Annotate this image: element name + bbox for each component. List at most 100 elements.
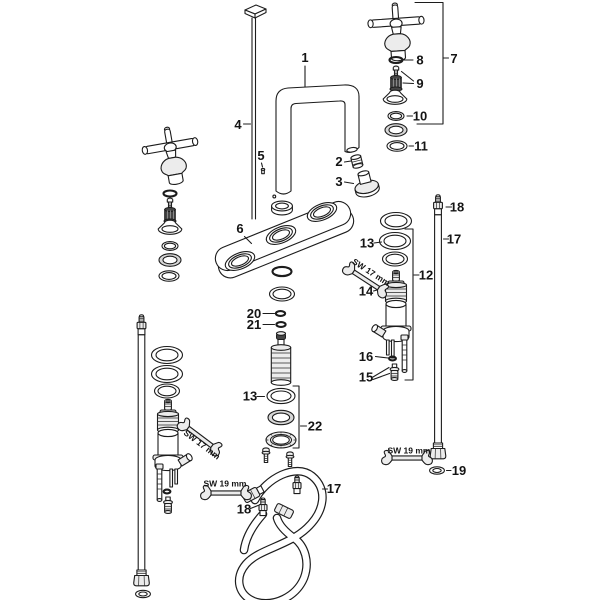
left-handle-ring	[161, 241, 179, 251]
part-8-oring	[388, 55, 404, 65]
part-15-plug	[389, 363, 400, 381]
hose-tube-right	[434, 214, 442, 444]
label-1: 1	[301, 50, 308, 65]
part-10-ring	[387, 111, 405, 121]
right-valve-ring-a	[379, 211, 413, 231]
right-handle-seal	[384, 123, 408, 137]
part-20-oring	[274, 310, 287, 317]
label-19: 19	[452, 463, 466, 478]
leader-6	[243, 235, 253, 245]
center-flange-nut	[265, 431, 297, 449]
part-16-oring	[388, 355, 397, 362]
label-18-right: 18	[450, 200, 464, 215]
left-valve-ring-b	[150, 364, 184, 384]
hose-tube-left	[137, 334, 146, 571]
label-12: 12	[419, 268, 433, 283]
part-2-flow-insert	[350, 154, 364, 169]
label-8: 8	[416, 53, 423, 68]
curved-hose-middle-fitting	[274, 503, 294, 519]
part-6-base-plate	[214, 198, 355, 279]
label-11: 11	[414, 139, 428, 154]
left-valve-assembly	[150, 345, 226, 514]
callout-labels: 1 2 3 4 5 6 7 8 9 10 11 12 13 13 14 15 1…	[182, 50, 466, 517]
center-seal	[267, 409, 295, 426]
label-9: 9	[416, 76, 423, 91]
label-15: 15	[359, 370, 373, 385]
spout-screw-hole	[272, 194, 277, 199]
right-hose-nut	[429, 442, 447, 460]
label-17-right: 17	[447, 232, 461, 247]
left-handle-oring	[162, 189, 178, 198]
label-13-center: 13	[243, 389, 257, 404]
left-valve-ring-c	[153, 383, 181, 399]
left-handle-seal	[158, 253, 182, 267]
leader-lines-curved-hose	[249, 488, 329, 510]
left-handle-screw	[166, 197, 174, 208]
curved-hose-nipple-right	[292, 475, 302, 495]
part-13-ring-center	[266, 387, 296, 405]
left-valve-ring-a	[150, 345, 184, 365]
left-hose-nut	[133, 569, 150, 587]
label-13-right: 13	[360, 236, 374, 251]
part-4-pull-rod	[244, 4, 267, 220]
leader-lines-1-5	[242, 65, 355, 185]
label-14: 14	[359, 284, 374, 299]
label-4: 4	[234, 117, 242, 132]
center-oring-large	[271, 265, 293, 278]
part-21-oring	[275, 321, 287, 328]
right-valve-ring-c	[381, 251, 409, 267]
label-6: 6	[236, 221, 243, 236]
center-column-assembly	[256, 265, 308, 468]
left-valve-plug	[163, 496, 173, 514]
right-valve-body	[370, 299, 412, 373]
left-cartridge	[156, 398, 180, 434]
label-5: 5	[257, 148, 264, 163]
label-3: 3	[335, 174, 342, 189]
part-18-fitting-top	[433, 194, 443, 216]
spout-sleeve	[271, 200, 293, 216]
right-valve-assembly	[340, 211, 420, 381]
label-22: 22	[308, 419, 322, 434]
right-supply-hose	[381, 194, 453, 475]
part-3-aerator	[354, 170, 380, 198]
part-1-spout	[272, 84, 360, 199]
leader-lines-center	[256, 312, 308, 427]
left-hose-washer	[135, 589, 151, 599]
label-16: 16	[359, 349, 373, 364]
leader-lines-7-11	[400, 57, 450, 147]
curved-connection-hose	[200, 466, 329, 600]
leader-lines-17-19	[442, 206, 453, 472]
part-18-nipple-left	[258, 497, 268, 517]
left-handle-ring2	[158, 270, 180, 282]
left-handle-flange	[157, 219, 183, 235]
center-ring	[268, 286, 296, 302]
bracket-12	[404, 228, 414, 381]
left-valve-oring	[162, 488, 172, 495]
label-2: 2	[335, 154, 342, 169]
label-21: 21	[247, 317, 261, 332]
left-hose-fitting-top	[136, 314, 147, 336]
mounting-bolt-left	[261, 447, 271, 464]
cross-handle-left	[138, 121, 205, 190]
part-13-ring-right	[378, 231, 412, 251]
label-sw19-left: SW 19 mm	[204, 479, 247, 489]
label-sw19-right: SW 19 mm	[388, 446, 431, 456]
left-handle-assembly	[138, 121, 205, 282]
left-valve-body	[152, 428, 194, 502]
part-9-adapter	[389, 75, 403, 92]
part-11-ring	[386, 140, 408, 152]
label-10: 10	[413, 109, 427, 124]
part-9-screw	[392, 65, 400, 76]
bracket-7	[414, 1, 444, 125]
right-handle-flange	[382, 89, 408, 105]
label-17-curved: 17	[327, 481, 341, 496]
label-20: 20	[247, 306, 261, 321]
part-5-set-screw	[260, 167, 266, 175]
mounting-bolt-right	[285, 451, 295, 468]
left-supply-hose	[133, 314, 151, 599]
threaded-connector	[270, 331, 292, 386]
bracket-22	[292, 385, 300, 449]
right-handle-assembly	[366, 0, 450, 152]
